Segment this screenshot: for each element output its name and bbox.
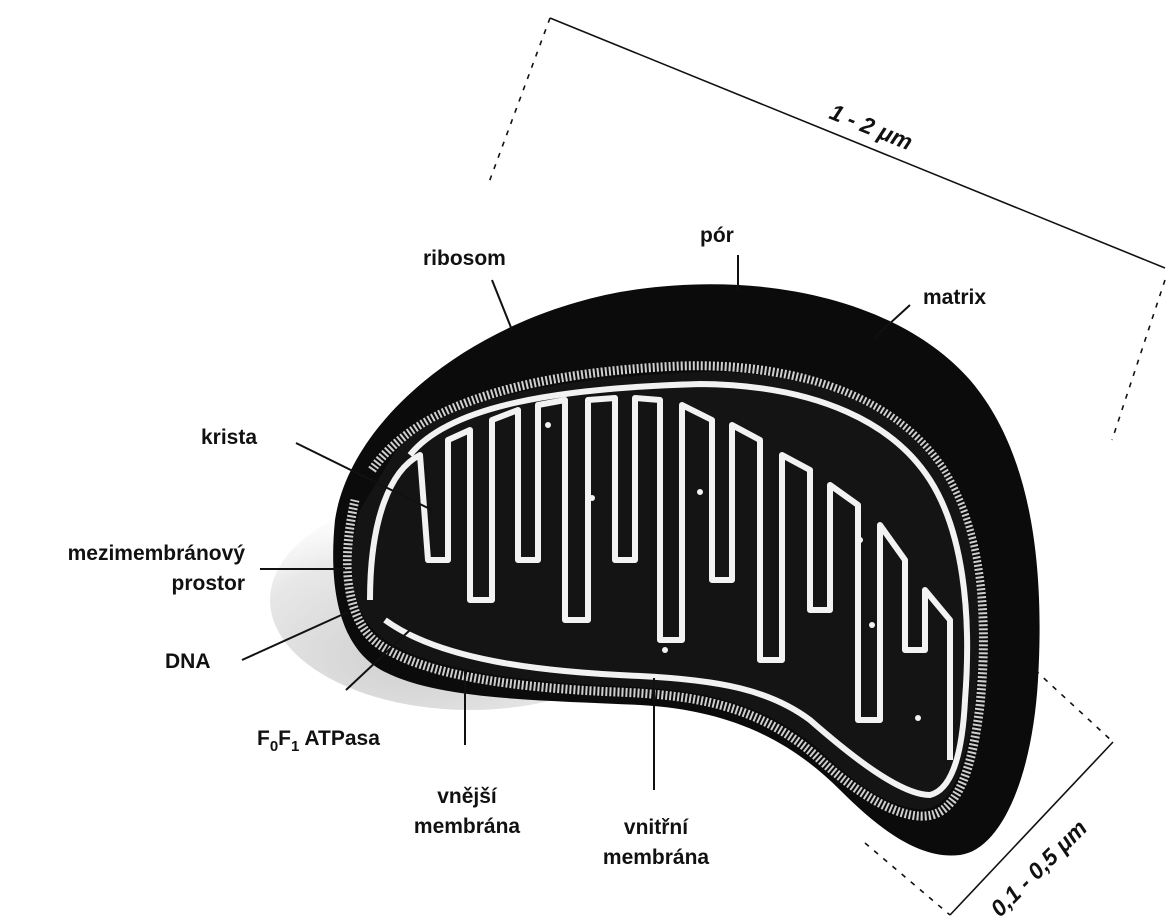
outer-membrane-label-line2: membrána (414, 815, 521, 838)
inner-membrane-label-line1: vnitřní (624, 816, 689, 839)
width-dimension-top-dashed-line (1035, 670, 1113, 742)
length-dimension-label: 1 - 2 μm (826, 99, 916, 156)
length-dimension-right-dashed-line (1112, 280, 1165, 440)
ribosome-dot (697, 489, 703, 495)
ribosome-dot (857, 537, 863, 543)
krista-label: krista (201, 426, 257, 449)
inner-compartment (352, 372, 979, 809)
outer-membrane-label-line1: vnější (437, 785, 498, 808)
ribosome-dot (662, 647, 668, 653)
width-dimension-label: 0,1 - 0,5 μm (985, 815, 1092, 919)
ribosome-dot (915, 715, 921, 721)
intermembrane-label-line2: prostor (172, 572, 246, 595)
inner-membrane-label-line2: membrána (603, 846, 710, 869)
ribosome-dot (589, 495, 595, 501)
atpase-label: F0F1 ATPasa (257, 727, 380, 755)
intermembrane-label-line1: mezimembránový (68, 542, 246, 565)
ribosom-label: ribosom (423, 247, 506, 270)
matrix-label: matrix (923, 286, 986, 309)
ribosome-dot (869, 622, 875, 628)
ribosome-dot (545, 422, 551, 428)
ribosom-leader (492, 280, 512, 330)
por-label: pór (700, 224, 734, 247)
dna-label: DNA (165, 650, 211, 673)
length-dimension-left-dashed-line (488, 18, 550, 185)
length-dimension-line (550, 18, 1165, 268)
